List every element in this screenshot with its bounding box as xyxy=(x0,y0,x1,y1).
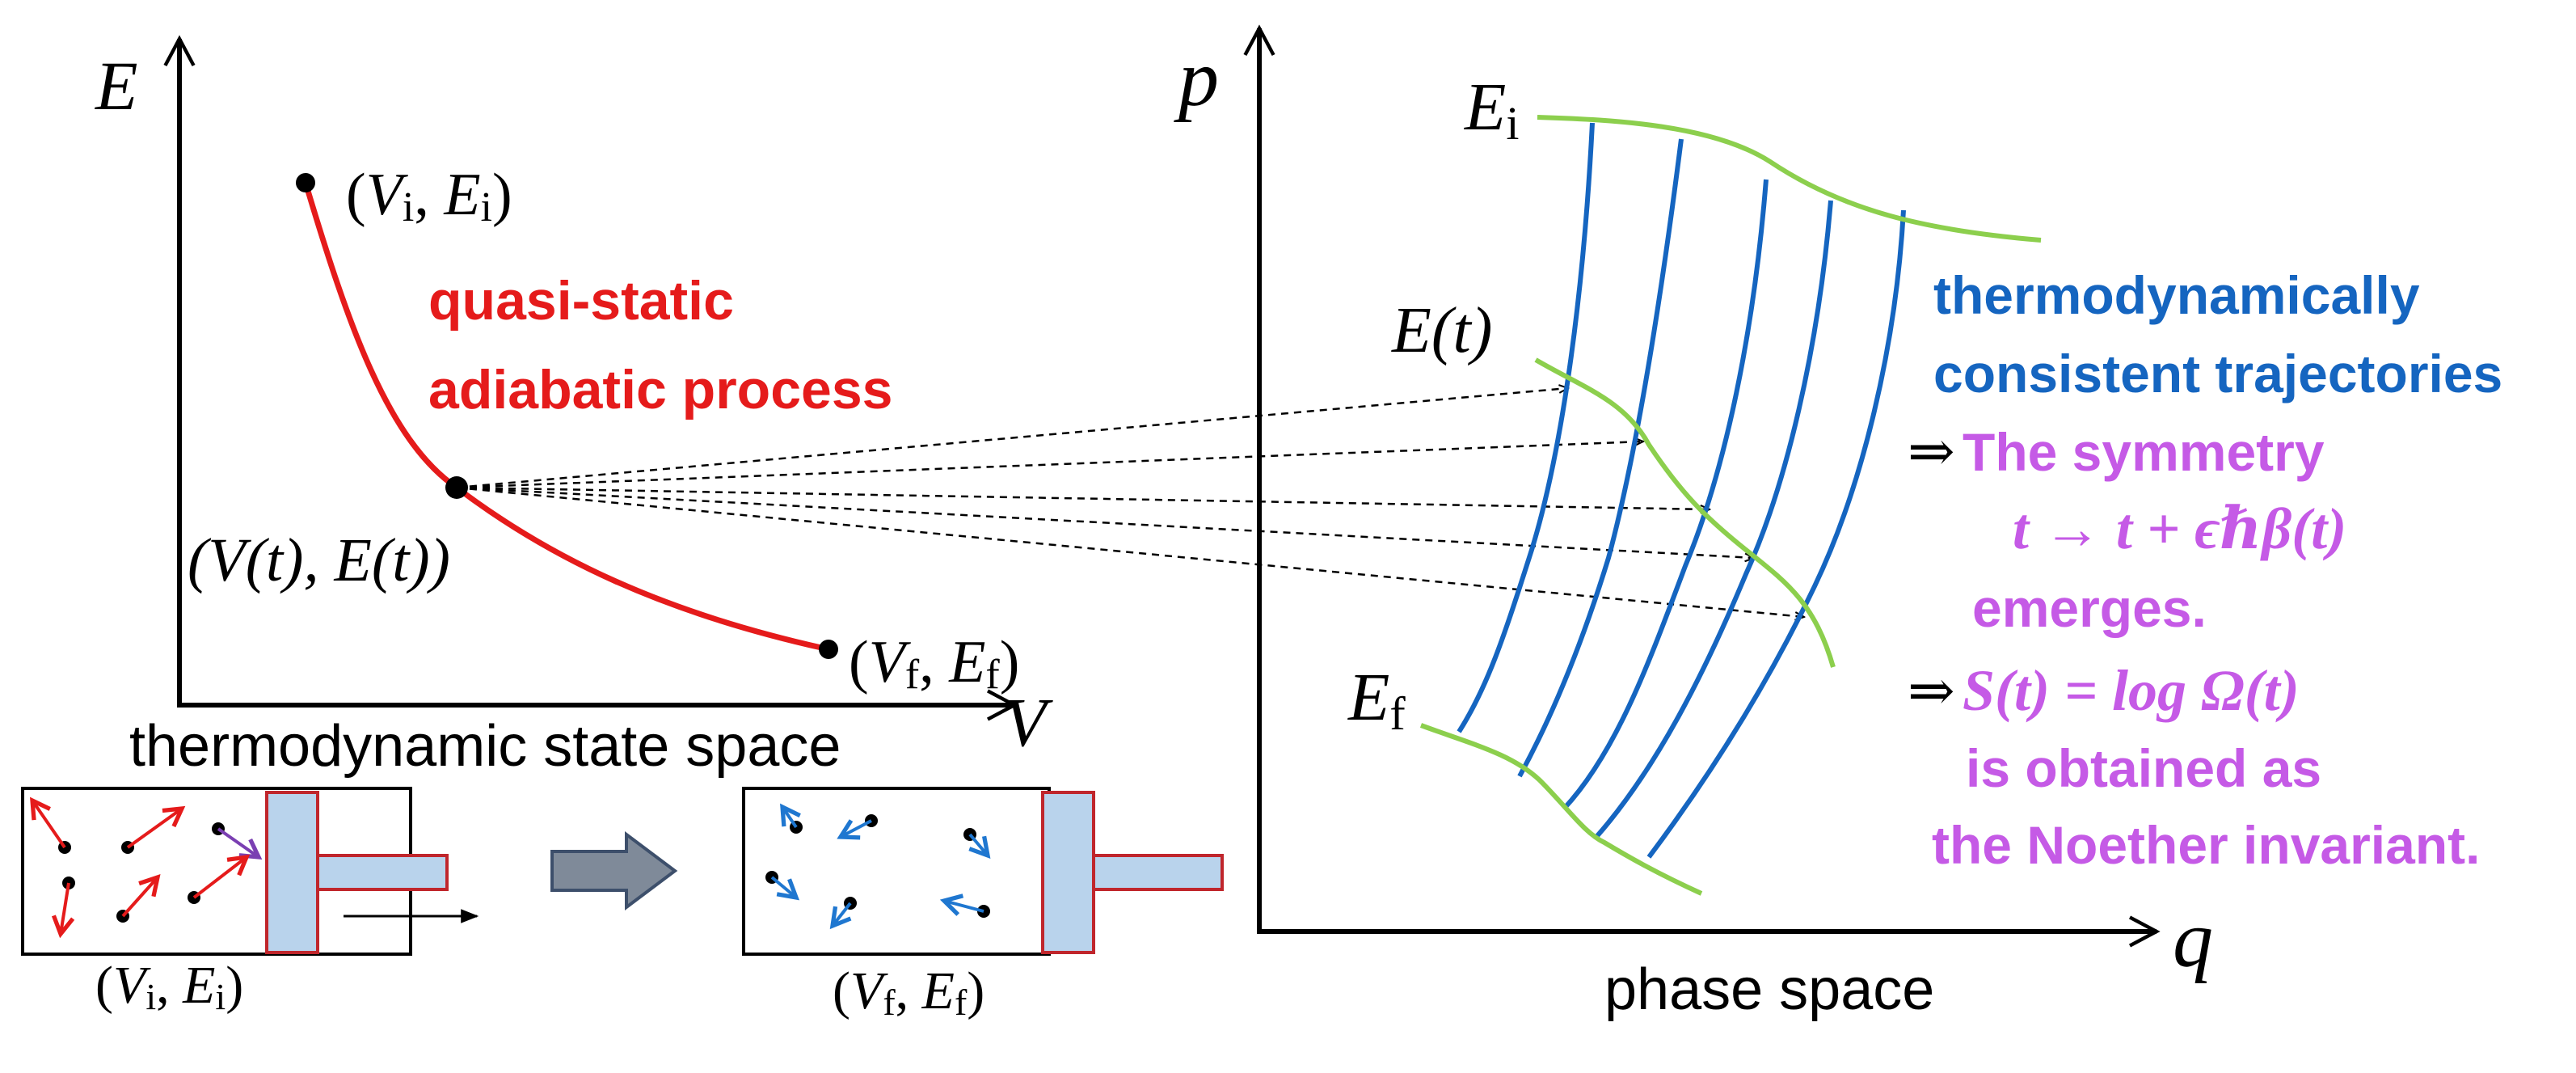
energy-surfaces xyxy=(1419,115,2042,896)
trajectories xyxy=(1457,122,1906,859)
current-state-label: (V(t), E(t)) xyxy=(188,526,450,594)
molecule xyxy=(780,803,803,834)
initial-state-point xyxy=(296,173,315,192)
process-label-line2: adiabatic process xyxy=(428,359,892,420)
initial-cylinder: (Vi, Ei) xyxy=(21,787,479,1017)
energy-surface-final-label: Ef xyxy=(1347,660,1406,740)
trajectory-2 xyxy=(1517,138,1684,778)
state-space-y-axis-label: E xyxy=(94,47,138,125)
molecule xyxy=(963,828,991,860)
final-piston-rod xyxy=(1091,854,1224,891)
trajectory-label-line2: consistent trajectories xyxy=(1933,344,2502,403)
final-state-point xyxy=(819,640,838,659)
initial-piston-head xyxy=(265,791,319,954)
mapping-arrow-5 xyxy=(456,486,1804,617)
emerges-line: emerges. xyxy=(1972,578,2207,638)
molecule xyxy=(116,874,161,923)
molecule xyxy=(188,854,251,904)
phase-space-caption: phase space xyxy=(1604,957,1934,1022)
phase-space-p-axis-label: p xyxy=(1174,33,1219,123)
phase-space-q-axis-label: q xyxy=(2173,894,2213,984)
mapping-arrow-1 xyxy=(456,388,1568,489)
trajectory-label-line1: thermodynamically xyxy=(1933,265,2420,325)
molecule xyxy=(121,805,186,854)
molecule xyxy=(765,871,800,901)
trajectory-3 xyxy=(1562,179,1769,811)
state-space-x-axis-label: V xyxy=(1004,683,1053,761)
energy-surface-initial xyxy=(1537,115,2042,243)
state-space-caption: thermodynamic state space xyxy=(129,714,841,779)
energy-surface-initial-label: Ei xyxy=(1464,70,1519,150)
phase-space-diagram: p q Ei E(t) Ef phase space xyxy=(1174,24,2213,1022)
entropy-formula: S(t) = log Ω(t) xyxy=(1963,658,2300,723)
implies-symbol-2: ⇒ xyxy=(1908,661,1955,723)
mapping-arrow-3 xyxy=(456,486,1710,509)
symmetry-line: The symmetry xyxy=(1963,422,2325,482)
initial-molecules xyxy=(29,796,263,939)
mapping-arrow-4 xyxy=(456,486,1754,558)
final-cylinder-box xyxy=(742,787,1051,956)
trajectory-5 xyxy=(1646,209,1906,859)
molecule xyxy=(51,877,75,939)
symmetry-formula: t → t + ϵℏβ(t) xyxy=(2013,496,2346,561)
initial-state-label: (Vi, Ei) xyxy=(346,162,512,230)
trajectory-1 xyxy=(1457,122,1595,733)
trajectory-4 xyxy=(1594,200,1833,839)
molecule xyxy=(939,893,990,918)
energy-surface-current xyxy=(1534,357,1836,668)
obtained-line: is obtained as xyxy=(1966,738,2321,798)
process-label-line1: quasi-static xyxy=(428,270,734,332)
final-piston-head xyxy=(1041,791,1095,954)
final-state-label: (Vf, Ef) xyxy=(849,629,1019,698)
transition-arrow xyxy=(550,831,678,910)
energy-surface-final xyxy=(1419,723,1703,896)
final-cylinder: (Vf, Ef) xyxy=(742,787,1224,1023)
mapping-arrow-2 xyxy=(456,441,1643,489)
final-cylinder-label: (Vf, Ef) xyxy=(833,961,984,1023)
state-space-diagram: E V (Vi, Ei) (V(t), E(t)) (Vf, Ef) quasi… xyxy=(94,35,1053,779)
noether-line: the Noether invariant. xyxy=(1932,815,2480,875)
molecule xyxy=(29,796,71,854)
molecule xyxy=(829,897,857,930)
molecule xyxy=(212,822,263,860)
initial-piston-rod xyxy=(316,854,449,891)
symmetry-annotation: thermodynamically consistent trajectorie… xyxy=(1908,265,2502,875)
final-molecules xyxy=(765,803,991,930)
mapping-arrows xyxy=(456,388,1804,617)
energy-surface-current-label: E(t) xyxy=(1391,295,1492,366)
initial-cylinder-label: (Vi, Ei) xyxy=(95,956,243,1017)
molecule xyxy=(837,814,878,840)
implies-symbol-1: ⇒ xyxy=(1908,421,1955,484)
